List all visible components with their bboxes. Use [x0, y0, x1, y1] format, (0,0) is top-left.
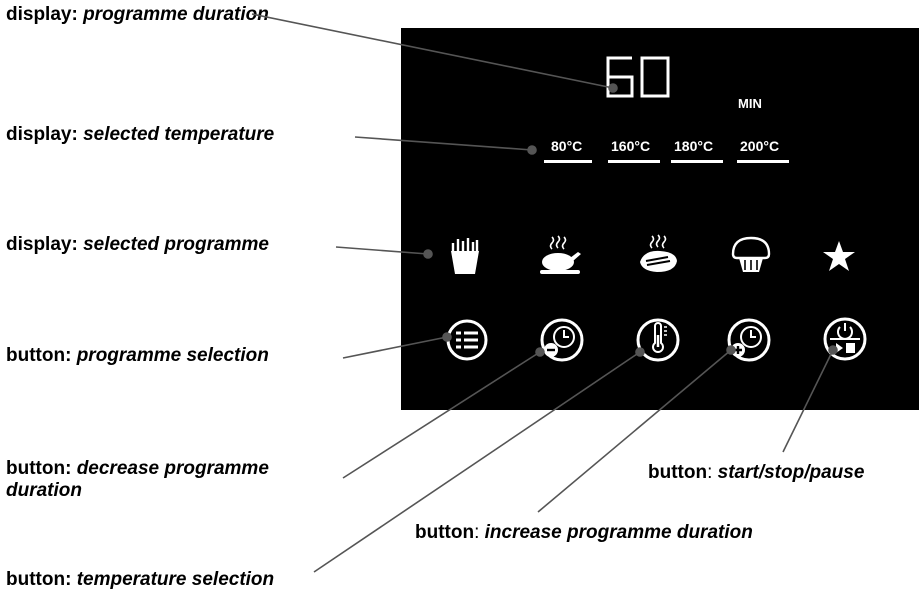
fries-icon: [451, 238, 479, 274]
temp-80: 80°C: [551, 138, 583, 154]
temp-160-underline: [608, 160, 660, 163]
callout-selected-programme: display: selected programme: [6, 234, 269, 255]
steak-icon: [640, 234, 677, 272]
decrease-duration-button[interactable]: [539, 317, 585, 363]
callout-selected-temperature: display: selected temperature: [6, 124, 275, 145]
temp-180-underline: [671, 160, 723, 163]
temp-180: 180°C: [674, 138, 714, 154]
temp-80-underline: [544, 160, 592, 163]
chicken-icon: [540, 235, 581, 274]
star-icon: [823, 241, 855, 271]
temperature-button[interactable]: [635, 317, 681, 363]
duration-display: [606, 56, 670, 98]
callout-temperature-selection: button: temperature selection: [6, 569, 275, 590]
programme-list-button[interactable]: [445, 318, 489, 362]
increase-duration-button[interactable]: [726, 317, 772, 363]
muffin-icon: [731, 236, 771, 272]
callout-start-stop-pause: button: start/stop/pause: [648, 462, 865, 483]
duration-unit: MIN: [738, 96, 762, 111]
callout-programme-selection: button: programme selection: [6, 345, 269, 366]
callout-decrease-duration: button: decrease programme duration: [6, 458, 269, 501]
temp-160: 160°C: [611, 138, 651, 154]
start-stop-pause-button[interactable]: [822, 316, 868, 362]
callout-increase-duration: button: increase programme duration: [415, 522, 753, 543]
temp-200-underline: [737, 160, 789, 163]
callout-programme-duration: display: programme duration: [6, 4, 269, 25]
temp-200: 200°C: [740, 138, 780, 154]
